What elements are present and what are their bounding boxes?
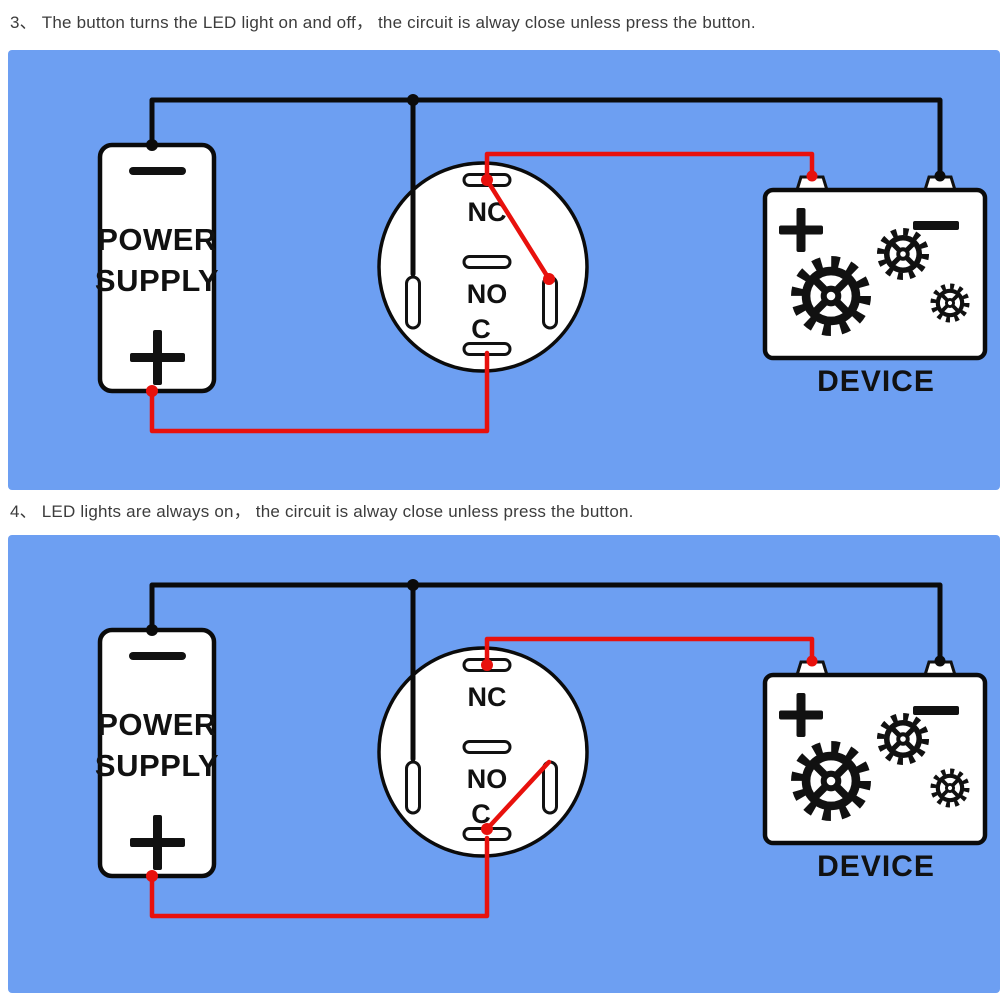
red-wire-c-to-power bbox=[149, 350, 490, 434]
led-pin-left bbox=[405, 760, 421, 815]
device: DEVICE bbox=[762, 660, 988, 883]
junction-dot bbox=[481, 823, 493, 835]
caption-step-4: 4、 LED lights are always on， the circuit… bbox=[10, 502, 634, 521]
junction-dot bbox=[934, 170, 946, 182]
led-pin-left bbox=[405, 275, 421, 330]
junction-dot bbox=[934, 655, 946, 667]
device-label: DEVICE bbox=[817, 850, 935, 883]
wiring-diagram-3: POWER SUPPLY NC NO C bbox=[95, 94, 988, 434]
diagram-panel-3: POWER SUPPLY NC NO C bbox=[8, 50, 1000, 490]
c-terminal-label: C bbox=[471, 314, 491, 344]
power-supply-label-line1: POWER bbox=[97, 222, 217, 257]
power-supply-label-line1: POWER bbox=[97, 707, 217, 742]
plus-terminal-icon bbox=[779, 693, 823, 737]
junction-dot bbox=[407, 94, 419, 106]
junction-dot bbox=[407, 579, 419, 591]
junction-dot bbox=[481, 659, 493, 671]
power-supply: POWER SUPPLY bbox=[95, 142, 219, 394]
minus-terminal-icon bbox=[913, 706, 959, 715]
black-wire-top bbox=[149, 97, 943, 181]
push-button: NC NO C bbox=[377, 161, 589, 373]
wires bbox=[146, 579, 946, 919]
wires bbox=[146, 94, 946, 434]
red-wire-nc-to-device bbox=[484, 151, 815, 183]
c-terminal-label: C bbox=[471, 799, 491, 829]
no-terminal-label: NO bbox=[467, 279, 508, 309]
minus-terminal-icon bbox=[129, 167, 186, 175]
red-wire-led-pin-to-c bbox=[484, 759, 552, 832]
red-wire-nc-to-led-pin bbox=[484, 177, 552, 282]
device-label: DEVICE bbox=[817, 365, 935, 398]
red-wire-nc-to-device bbox=[484, 636, 815, 668]
wiring-diagram-4: POWER SUPPLY NC NO C bbox=[95, 579, 988, 919]
plus-terminal-icon bbox=[779, 208, 823, 252]
junction-dot bbox=[806, 655, 818, 667]
plus-terminal-icon bbox=[130, 330, 185, 385]
power-supply: POWER SUPPLY bbox=[95, 627, 219, 879]
junction-dot bbox=[146, 870, 158, 882]
junction-dot bbox=[481, 174, 493, 186]
led-pin-right bbox=[542, 760, 558, 815]
power-supply-label-line2: SUPPLY bbox=[95, 748, 219, 783]
junction-dot bbox=[146, 139, 158, 151]
diagram-panel-4: POWER SUPPLY NC NO C bbox=[8, 535, 1000, 993]
junction-dot bbox=[146, 385, 158, 397]
minus-terminal-icon bbox=[913, 221, 959, 230]
red-wire-c-to-power bbox=[149, 835, 490, 919]
no-terminal-label: NO bbox=[467, 764, 508, 794]
device: DEVICE bbox=[762, 175, 988, 398]
nc-terminal-label: NC bbox=[468, 682, 507, 712]
no-terminal-slot bbox=[462, 255, 512, 269]
caption-step-3: 3、 The button turns the LED light on and… bbox=[10, 13, 756, 32]
plus-terminal-icon bbox=[130, 815, 185, 870]
junction-dot bbox=[543, 273, 555, 285]
minus-terminal-icon bbox=[129, 652, 186, 660]
junction-dot bbox=[146, 624, 158, 636]
push-button: NC NO C bbox=[377, 646, 589, 858]
junction-dot bbox=[806, 170, 818, 182]
power-supply-label-line2: SUPPLY bbox=[95, 263, 219, 298]
black-wire-top bbox=[149, 582, 943, 666]
no-terminal-slot bbox=[462, 740, 512, 754]
